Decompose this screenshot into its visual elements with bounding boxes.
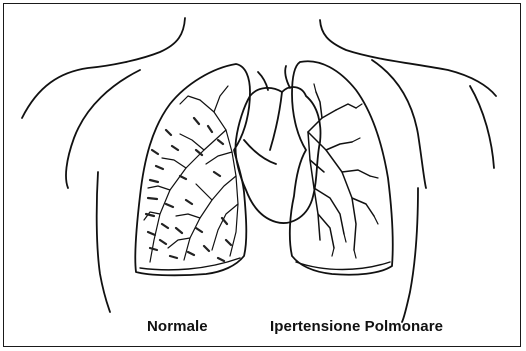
label-pulmonary-hypertension: Ipertensione Polmonare [270, 318, 443, 335]
heart [235, 66, 320, 223]
torso-outline [22, 18, 496, 322]
left-lung [135, 64, 250, 275]
label-normal: Normale [147, 318, 208, 335]
